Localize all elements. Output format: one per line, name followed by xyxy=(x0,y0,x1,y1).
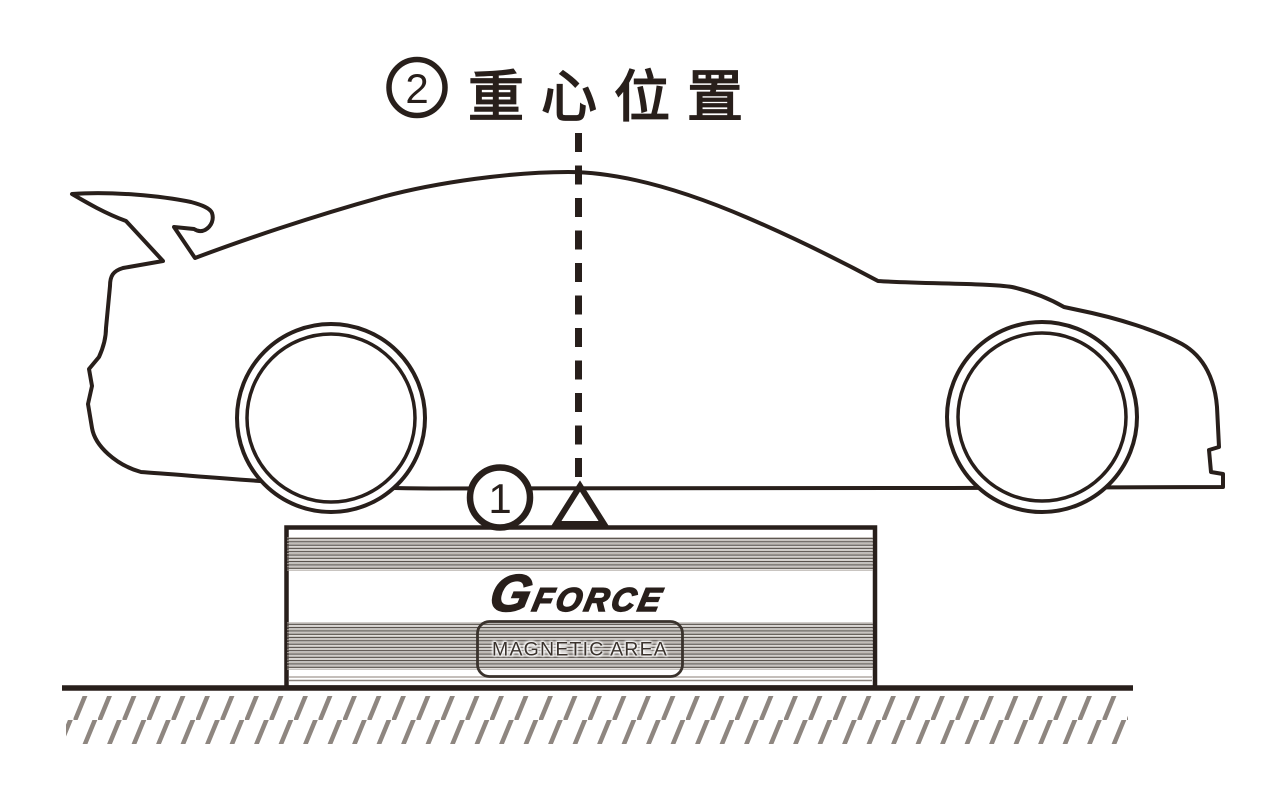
rear-wheel xyxy=(235,322,427,514)
marker-1-circle xyxy=(466,464,534,531)
marker-1-number: 1 xyxy=(488,475,512,522)
gforce-logo: G FORCE xyxy=(484,564,670,624)
marker-2-circle xyxy=(386,56,448,119)
diagram-title: 重心位置 xyxy=(468,65,760,129)
magnetic-area-outline xyxy=(476,620,684,678)
rear-wheel-rim xyxy=(245,332,417,504)
fulcrum-triangle-icon xyxy=(550,480,610,527)
gforce-logo-text: FORCE xyxy=(529,580,669,619)
front-wheel xyxy=(945,320,1139,514)
ground-hatching xyxy=(66,696,1128,744)
box-lower-stripe-band xyxy=(287,622,873,670)
front-wheel-rim xyxy=(956,331,1128,503)
box-top-stripe-band xyxy=(287,537,873,571)
magnetic-area-label: MAGNETIC AREA xyxy=(492,638,668,661)
marker-2-number: 2 xyxy=(405,65,429,112)
